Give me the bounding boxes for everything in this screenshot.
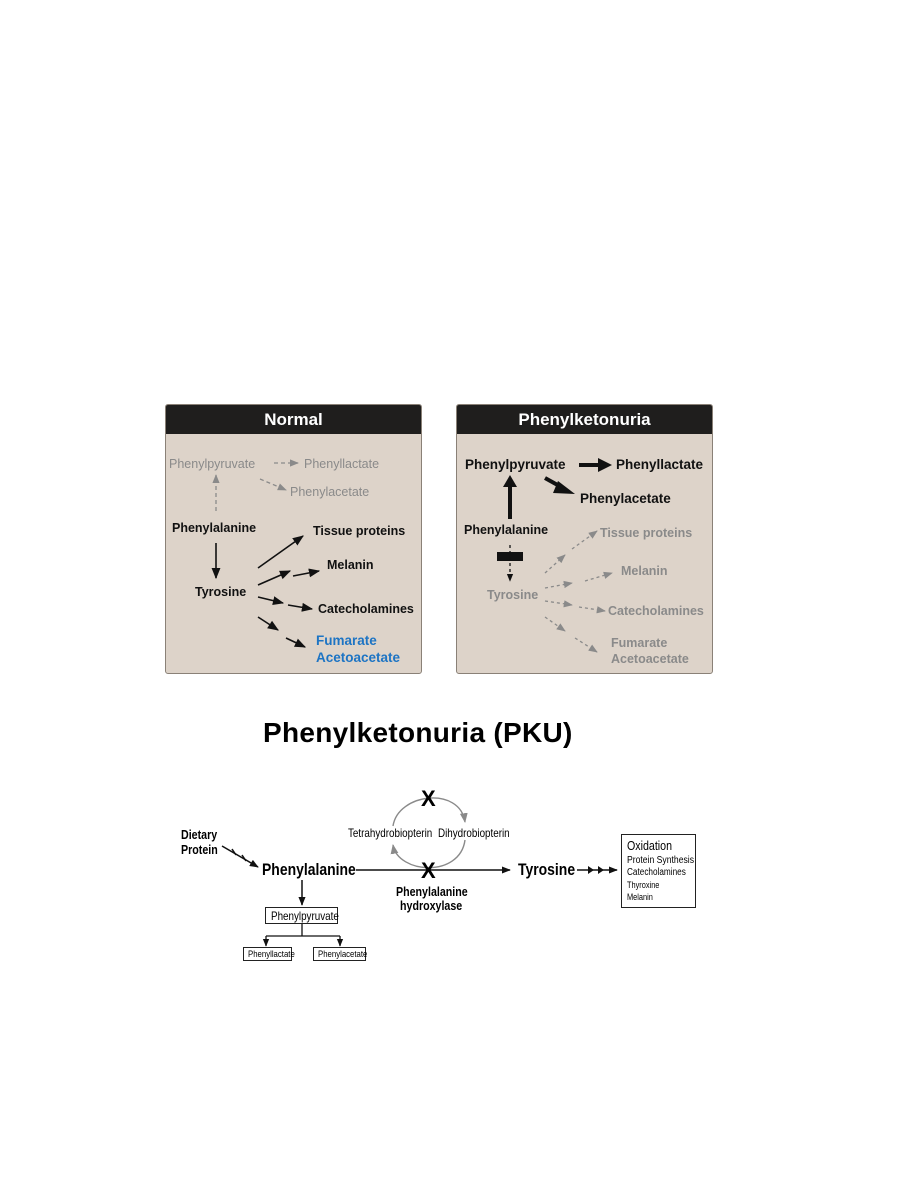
enzyme-label-line1: Phenylalanine [396, 884, 468, 899]
arrow-dietary-to-phe [221, 845, 259, 868]
normal-phenylacetate: Phenylacetate [290, 485, 370, 499]
pku-panel-title: Phenylketonuria [457, 405, 712, 434]
arrow-pyruvate-to-acetate [259, 478, 287, 491]
fate-melanin: Melanin [627, 892, 653, 902]
pathway-phenylalanine: Phenylalanine [262, 860, 356, 879]
normal-phenyllactate: Phenyllactate [304, 457, 380, 471]
pku-arrows [497, 458, 613, 653]
fate-thyroxine: Thyroxine [627, 880, 660, 890]
pku-melanin: Melanin [621, 564, 668, 578]
pku-phenylalanine: Phenylalanine [464, 523, 549, 537]
phenylpyruvate-box: Phenylpyruvate [265, 907, 339, 924]
pku-phenylpyruvate: Phenylpyruvate [465, 457, 566, 472]
normal-melanin: Melanin [327, 558, 374, 572]
arrow-to-fumarate [257, 616, 279, 631]
pathway-tyrosine: Tyrosine [518, 860, 576, 879]
normal-arrows [211, 459, 321, 648]
arrow-to-catecholamines [257, 596, 285, 606]
fates-box: Oxidation Protein Synthesis Catecholamin… [621, 834, 696, 908]
dietary-protein-line2: Protein [181, 842, 218, 857]
arrow-to-catecholamines-2 [287, 602, 314, 612]
fate-protein-synthesis: Protein Synthesis [627, 854, 695, 866]
block-marker-top: X [421, 786, 436, 811]
phenyllactate-box: Phenyllactate [243, 947, 295, 961]
pku-tyrosine: Tyrosine [487, 588, 539, 602]
pku-catecholamines: Catecholamines [608, 604, 704, 618]
normal-acetoacetate: Acetoacetate [316, 650, 401, 665]
pku-tissue-proteins: Tissue proteins [600, 526, 693, 540]
arrow-dietary-tick-1 [231, 848, 237, 856]
cofactor-cycle-bottom [390, 839, 466, 869]
block-bar [497, 552, 523, 561]
pku-heading: Phenylketonuria (PKU) [263, 717, 573, 748]
tetrahydrobiopterin-label: Tetrahydrobiopterin [348, 826, 433, 840]
thick-arrow-up-head [503, 475, 517, 487]
arrow-to-fumarate-2 [285, 637, 307, 648]
normal-tissue-proteins: Tissue proteins [313, 524, 406, 538]
normal-phenylalanine: Phenylalanine [172, 521, 257, 535]
arrow-to-melanin-2 [292, 568, 321, 578]
phenyllactate-label: Phenyllactate [248, 949, 295, 960]
normal-panel: Normal Phenylpyruvate Phenyllactate Phen… [165, 404, 422, 674]
dihydrobiopterin-label: Dihydrobiopterin [438, 826, 510, 840]
normal-tyrosine: Tyrosine [195, 585, 247, 599]
pku-phenylacetate: Phenylacetate [580, 491, 671, 506]
normal-fumarate: Fumarate [316, 633, 377, 648]
normal-panel-title: Normal [166, 405, 421, 434]
pku-acetoacetate: Acetoacetate [611, 652, 689, 666]
thick-arrow-diag-head [553, 481, 575, 494]
phenylpyruvate-label: Phenylpyruvate [271, 909, 339, 923]
normal-catecholamines: Catecholamines [318, 602, 414, 616]
dietary-protein-line1: Dietary [181, 827, 218, 842]
arrow-to-tissue [257, 535, 304, 569]
normal-phenylpyruvate: Phenylpyruvate [169, 457, 256, 471]
pku-fumarate: Fumarate [611, 636, 668, 650]
pku-arrow-fumarate-2 [574, 637, 598, 653]
pku-arrow-fumarate [544, 616, 566, 632]
pku-arrow-melanin [544, 580, 573, 589]
cofactor-cycle-top [392, 797, 468, 827]
pku-arrow-catechol [544, 600, 573, 608]
phenylacetate-box: Phenylacetate [313, 947, 368, 961]
thick-arrow-right-head [598, 458, 612, 472]
arrow-dietary-tick-2 [241, 854, 247, 862]
fate-catecholamines: Catecholamines [627, 867, 686, 878]
phenylacetate-label: Phenylacetate [318, 949, 368, 960]
pku-arrow-tissue-2 [571, 530, 598, 550]
pku-arrow-tissue [544, 554, 566, 574]
arrow-to-melanin [257, 570, 292, 586]
pku-phenyllactate: Phenyllactate [616, 457, 704, 472]
block-marker-enzyme: X [421, 858, 436, 883]
fate-oxidation: Oxidation [627, 838, 673, 853]
enzyme-label-line2: hydroxylase [400, 898, 463, 913]
pku-arrow-melanin-2 [584, 571, 613, 582]
pku-arrow-catechol-2 [578, 606, 606, 614]
pku-panel: Phenylketonuria Phenylpyru [456, 404, 713, 674]
arrow-fates-heads [588, 866, 604, 874]
